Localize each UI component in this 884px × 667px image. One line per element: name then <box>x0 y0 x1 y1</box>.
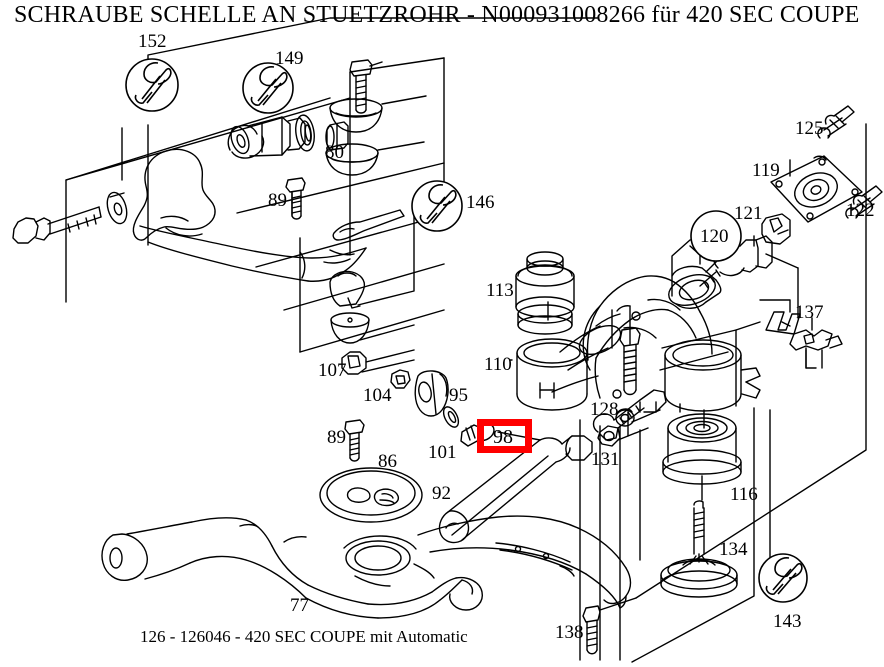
callout-label-116: 116 <box>730 484 758 505</box>
wrench-icon-152 <box>125 58 179 112</box>
tool-glyph-146 <box>332 209 405 241</box>
callout-label-110: 110 <box>484 354 512 375</box>
part-104-nut <box>390 369 411 389</box>
callout-label-80: 80 <box>325 142 344 163</box>
part-bolt-top-center <box>349 59 383 114</box>
part-121-clamp <box>761 213 791 245</box>
part-77-lower-control-arm <box>101 517 483 619</box>
part-cup-upper <box>329 95 427 133</box>
part-110-bushing <box>516 338 588 411</box>
part-upper-control-arm-casting <box>551 275 761 412</box>
part-107-nut <box>341 349 415 375</box>
callout-label-89a: 89 <box>268 190 287 211</box>
part-152-bolt <box>12 206 102 244</box>
wrench-icon-143 <box>758 553 808 603</box>
part-116-bushing <box>662 413 742 485</box>
page-caption: 126 - 126046 - 420 SEC COUPE mit Automat… <box>140 627 468 646</box>
part-107-boot <box>330 312 370 344</box>
callout-label-146: 146 <box>466 192 495 213</box>
part-adjuster-bolt-center <box>619 327 641 396</box>
part-149-ring <box>295 114 315 152</box>
wrench-icon-146 <box>411 180 463 232</box>
callout-label-134: 134 <box>719 539 748 560</box>
callout-label-120: 120 <box>700 226 729 247</box>
wrench-icon-149 <box>242 62 294 114</box>
callout-label-101: 101 <box>428 442 457 463</box>
callout-label-137: 137 <box>795 302 824 323</box>
callout-label-104: 104 <box>363 385 392 406</box>
part-89b-bolt <box>344 419 365 462</box>
part-86-spring-seat <box>319 467 423 523</box>
leader-lines-center <box>497 301 817 501</box>
part-101-washer <box>442 406 460 428</box>
part-cup-lower <box>325 141 425 176</box>
part-125-screw <box>817 105 855 139</box>
callout-label-138: 138 <box>555 622 584 643</box>
part-107-ball-joint <box>329 270 366 309</box>
callout-label-128: 128 <box>590 399 619 420</box>
part-92-lower-arm-right <box>417 515 632 609</box>
page-title: SCHRAUBE SCHELLE AN STUETZROHR - N000931… <box>14 2 860 28</box>
part-113-bushing <box>515 251 575 335</box>
callout-label-131: 131 <box>591 449 620 470</box>
callout-label-77: 77 <box>290 595 309 616</box>
callout-label-121: 121 <box>734 203 763 224</box>
callout-label-149: 149 <box>275 48 304 69</box>
part-95-clamp <box>414 370 449 417</box>
callout-label-152: 152 <box>138 31 167 52</box>
callout-label-122: 122 <box>846 200 875 221</box>
highlight-box-98 <box>477 419 532 453</box>
part-138-bolt <box>582 597 637 655</box>
callout-label-119: 119 <box>752 160 780 181</box>
callout-label-107: 107 <box>318 360 347 381</box>
callout-label-125: 125 <box>795 118 824 139</box>
callout-label-113: 113 <box>486 280 514 301</box>
part-120-bushing <box>668 265 722 309</box>
callout-label-95: 95 <box>449 385 468 406</box>
callout-label-86: 86 <box>378 451 397 472</box>
callout-label-98: 98 <box>493 426 513 448</box>
circle-callout-icon-120 <box>690 210 742 262</box>
part-131-nut <box>597 425 649 447</box>
part-119-mount-plate <box>770 155 863 223</box>
callout-label-92: 92 <box>432 483 451 504</box>
part-steering-knuckle <box>132 148 216 241</box>
part-149-bushing <box>227 116 306 159</box>
part-89a-bolt <box>285 177 306 220</box>
part-washer <box>106 191 128 225</box>
callout-label-89b: 89 <box>327 427 346 448</box>
part-upper-control-arm-left <box>139 225 367 282</box>
callout-label-143: 143 <box>773 611 802 632</box>
part-80-sleeve <box>325 121 349 151</box>
